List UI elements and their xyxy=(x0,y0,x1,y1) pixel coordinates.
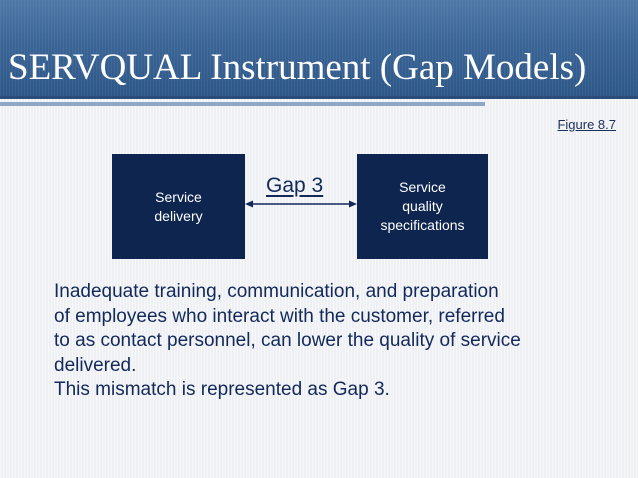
service-quality-specifications-box: Service quality specifications xyxy=(357,154,488,259)
bidirectional-arrow-icon xyxy=(245,200,357,208)
figure-reference-link[interactable]: Figure 8.7 xyxy=(557,117,616,132)
title-divider xyxy=(0,96,638,99)
title-accent-bar xyxy=(0,102,485,106)
slide-title: SERVQUAL Instrument (Gap Models) xyxy=(8,47,587,88)
service-delivery-box: Service delivery xyxy=(112,154,245,259)
title-bar: SERVQUAL Instrument (Gap Models) xyxy=(0,0,638,96)
gap-label[interactable]: Gap 3 xyxy=(266,174,324,197)
explanation-text: Inadequate training, communication, and … xyxy=(54,281,521,400)
